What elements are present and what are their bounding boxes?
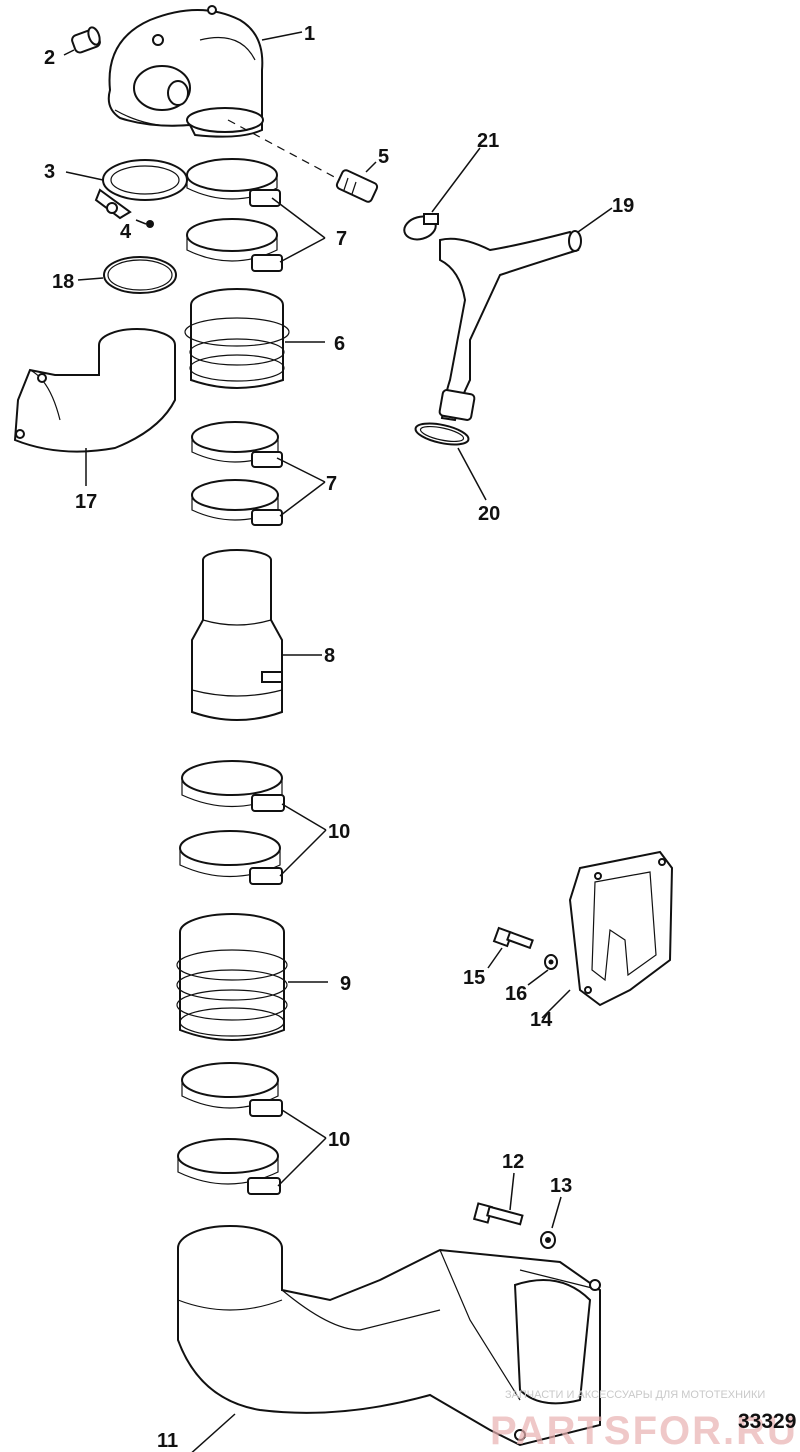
callout-1: 1 (304, 23, 315, 45)
callout-19: 19 (612, 195, 634, 217)
callouts: 1 2 3 4 5 6 7 7 8 9 10 10 11 12 13 14 15… (44, 23, 634, 1452)
part-8-reducer-tube (191, 549, 283, 721)
callout-3: 3 (44, 161, 55, 183)
watermark: ЗАПЧАСТИ И АКСЕССУАРЫ ДЛЯ МОТОТЕХНИКИ PA… (490, 1389, 798, 1452)
watermark-brand: PARTSFOR.RU (490, 1409, 798, 1452)
part-9-bellows (176, 913, 288, 1041)
part-12-bolt (472, 1202, 524, 1226)
part-11-exhaust-outlet (177, 1225, 601, 1447)
part-3-clamp (94, 159, 188, 220)
watermark-caption: ЗАПЧАСТИ И АКСЕССУАРЫ ДЛЯ МОТОТЕХНИКИ (505, 1389, 765, 1401)
callout-13: 13 (550, 1175, 572, 1197)
callout-21: 21 (477, 130, 499, 152)
callout-12: 12 (502, 1151, 524, 1173)
part-7-hose-clamps-lower (191, 421, 283, 526)
part-5-fitting (335, 169, 379, 203)
callout-18: 18 (52, 271, 74, 293)
callout-4: 4 (120, 221, 132, 243)
part-6-bellows (184, 288, 290, 389)
callout-5: 5 (378, 146, 389, 168)
callout-2: 2 (44, 47, 55, 69)
callout-6: 6 (334, 333, 345, 355)
part-18-o-ring (103, 256, 177, 294)
callout-17: 17 (75, 491, 97, 513)
callout-16: 16 (505, 983, 527, 1005)
part-20-hose-clamp (414, 422, 470, 446)
figure-number: 33329 (738, 1410, 796, 1433)
part-7-hose-clamps-upper (186, 158, 283, 272)
callout-7a: 7 (336, 228, 347, 250)
callout-7b: 7 (326, 473, 337, 495)
leader-lines (63, 31, 613, 1452)
callout-10a: 10 (328, 821, 350, 843)
part-19-y-hose (438, 230, 582, 422)
part-17-elbow (13, 328, 176, 453)
callout-8: 8 (324, 645, 335, 667)
part-21-hose-clamp (403, 213, 439, 241)
callout-15: 15 (463, 967, 485, 989)
callout-9: 9 (340, 973, 351, 995)
part-14-gasket (568, 850, 674, 1007)
part-4-nut (146, 220, 154, 228)
part-2-plug (71, 26, 101, 54)
part-10-hose-clamps-lower (177, 1062, 283, 1195)
part-15-bolt (492, 926, 534, 950)
callout-20: 20 (478, 503, 500, 525)
part-1-elbow-housing (107, 5, 264, 138)
callout-11: 11 (157, 1430, 178, 1452)
callout-14: 14 (530, 1009, 553, 1031)
part-13-nut (540, 1231, 556, 1249)
callout-10b: 10 (328, 1129, 350, 1151)
part-16-nut (544, 954, 558, 970)
part-10-hose-clamps-upper (179, 760, 285, 885)
